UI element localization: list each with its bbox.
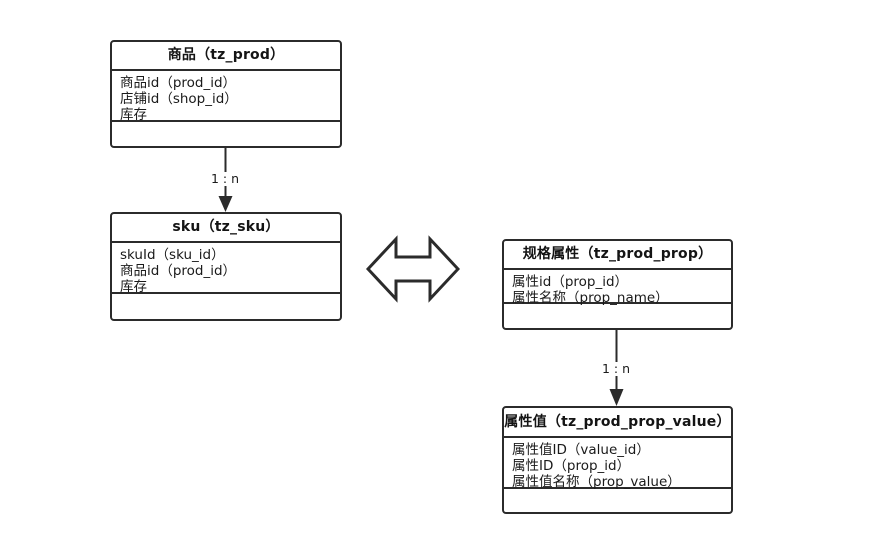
entity-fields-tz-prod-prop-value: 属性值ID（value_id） 属性ID（prop_id） 属性值名称（prop…	[504, 438, 731, 490]
field-row: skuId（sku_id）	[120, 247, 225, 263]
field-row: 属性名称（prop_name）	[512, 290, 669, 306]
entity-methods-tz-sku	[112, 294, 340, 319]
entity-methods-tz-prod-prop	[504, 304, 731, 328]
entity-fields-tz-prod: 商品id（prod_id） 店铺id（shop_id） 库存	[112, 71, 340, 123]
entity-fields-tz-sku: skuId（sku_id） 商品id（prod_id） 库存	[112, 243, 340, 295]
entity-methods-tz-prod-prop-value	[504, 489, 731, 512]
field-row: 商品id（prod_id）	[120, 75, 237, 91]
entity-methods-tz-prod	[112, 122, 340, 146]
entity-fields-tz-prod-prop: 属性id（prop_id） 属性名称（prop_name）	[504, 270, 731, 306]
entity-box-tz-sku[interactable]: sku（tz_sku） skuId（sku_id） 商品id（prod_id） …	[110, 212, 342, 321]
field-row: 属性ID（prop_id）	[512, 458, 631, 474]
entity-title-tz-prod-prop: 规格属性（tz_prod_prop）	[504, 241, 731, 270]
entity-box-tz-prod-prop[interactable]: 规格属性（tz_prod_prop） 属性id（prop_id） 属性名称（pr…	[502, 239, 733, 330]
connector-label-prod-to-sku: 1 : n	[209, 171, 242, 186]
field-row: 库存	[120, 107, 147, 123]
entity-box-tz-prod[interactable]: 商品（tz_prod） 商品id（prod_id） 店铺id（shop_id） …	[110, 40, 342, 148]
double-headed-arrow-icon	[366, 233, 460, 305]
field-row: 库存	[120, 279, 147, 295]
field-row: 属性值ID（value_id）	[512, 442, 650, 458]
entity-box-tz-prod-prop-value[interactable]: 属性值（tz_prod_prop_value） 属性值ID（value_id） …	[502, 406, 733, 514]
connector-label-prop-to-prop-value: 1 : n	[600, 361, 633, 376]
field-row: 属性id（prop_id）	[512, 274, 629, 290]
connector-prop-to-prop-value[interactable]	[596, 329, 638, 408]
field-row: 属性值名称（prop_value）	[512, 474, 681, 490]
field-row: 商品id（prod_id）	[120, 263, 237, 279]
entity-title-tz-sku: sku（tz_sku）	[112, 214, 340, 243]
entity-title-tz-prod: 商品（tz_prod）	[112, 42, 340, 71]
entity-title-tz-prod-prop-value: 属性值（tz_prod_prop_value）	[504, 408, 731, 438]
field-row: 店铺id（shop_id）	[120, 91, 238, 107]
